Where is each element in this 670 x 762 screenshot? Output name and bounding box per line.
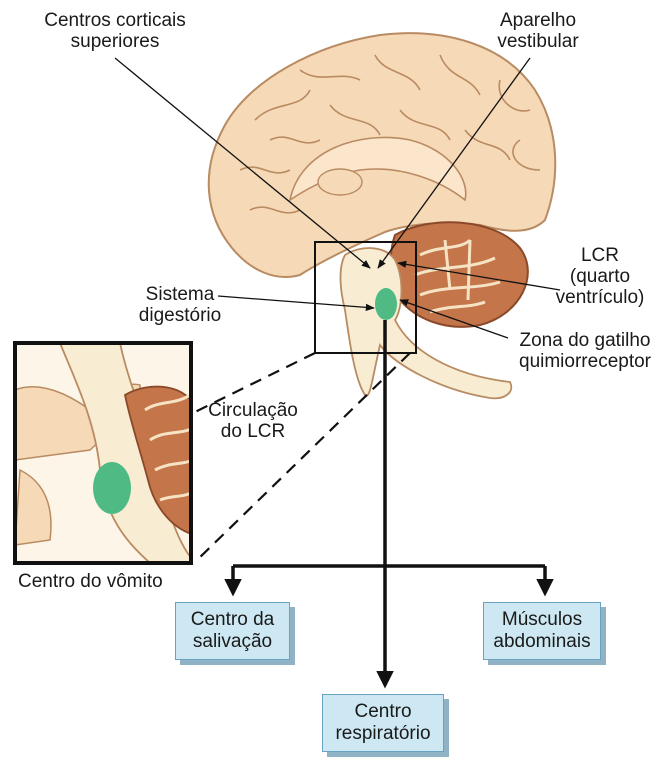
label-line: do LCR xyxy=(198,421,308,442)
label-line: digestório xyxy=(125,305,235,326)
label-line: Circulação xyxy=(198,400,308,421)
label-line: (quarto xyxy=(545,266,655,287)
label-line: vestibular xyxy=(478,31,598,52)
label-line: Zona do gatilho xyxy=(505,330,665,351)
label-line: quimiorreceptor xyxy=(505,351,665,372)
label-line: ventrículo) xyxy=(545,287,655,308)
cerebellum xyxy=(391,222,528,327)
label-trigger-zone: Zona do gatilho quimiorreceptor xyxy=(505,330,665,372)
box-salivation-center: Centro da salivação xyxy=(175,602,290,660)
label-csf-circulation: Circulação do LCR xyxy=(198,400,308,442)
box-line: Músculos xyxy=(502,609,582,631)
zoom-connector-bottom xyxy=(195,353,410,562)
label-line: Centros corticais xyxy=(35,10,195,31)
label-vestibular: Aparelho vestibular xyxy=(478,10,598,52)
box-respiratory-center: Centro respiratório xyxy=(322,694,444,752)
label-line: superiores xyxy=(35,31,195,52)
label-line: Sistema xyxy=(125,284,235,305)
label-vomit-center: Centro do vômito xyxy=(18,571,163,592)
box-line: abdominais xyxy=(493,631,590,653)
inset-illustration xyxy=(15,343,195,563)
box-line: Centro xyxy=(354,701,411,723)
box-abdominal-muscles: Músculos abdominais xyxy=(483,602,601,660)
box-line: salivação xyxy=(193,631,272,653)
inset-trigger-zone-spot xyxy=(93,462,131,514)
label-cortical-centers: Centros corticais superiores xyxy=(35,10,195,52)
thalamus xyxy=(318,169,362,195)
label-lcr: LCR (quarto ventrículo) xyxy=(545,245,655,308)
label-line: Aparelho xyxy=(478,10,598,31)
label-digestive-system: Sistema digestório xyxy=(125,284,235,326)
trigger-zone-spot xyxy=(375,288,397,320)
box-line: respiratório xyxy=(335,723,430,745)
label-line: LCR xyxy=(545,245,655,266)
brain-illustration xyxy=(209,33,555,398)
box-line: Centro da xyxy=(191,609,274,631)
